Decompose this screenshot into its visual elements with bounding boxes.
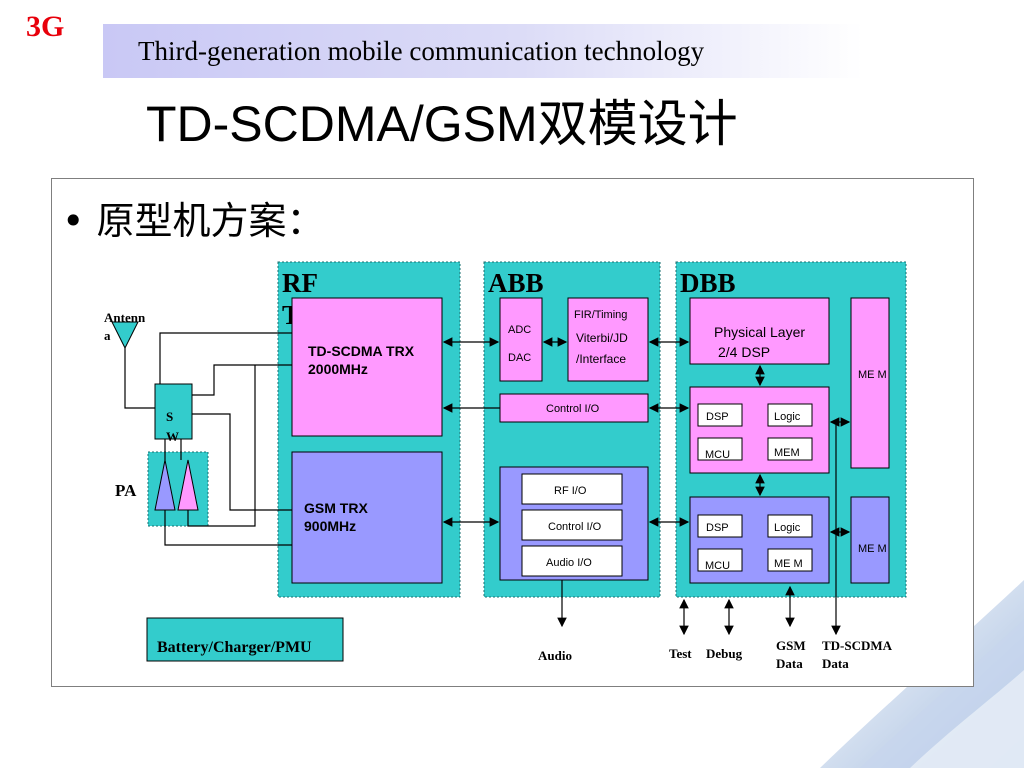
adc-dac-block <box>499 297 543 382</box>
subtitle-band <box>103 24 863 78</box>
control-io-label-gsm: Control I/O <box>548 521 602 533</box>
logic-block-2 <box>767 514 813 538</box>
pa-to-gsm-wire <box>164 510 292 546</box>
gsm-trx-label: GSM TRX <box>304 500 368 516</box>
slide-subtitle: Third-generation mobile communication te… <box>138 36 705 66</box>
slide-title: TD-SCDMA/GSM双模设计 <box>146 96 738 152</box>
gsm-trx-block <box>291 451 443 584</box>
tdscdma-data-label-2: Data <box>822 656 849 671</box>
gsm-data-label-1: GSM <box>776 638 806 653</box>
tdscdma-freq-label: 2000MHz <box>308 361 368 377</box>
sw-to-gsm-wire <box>192 413 292 511</box>
abb-section-label: ABB <box>488 268 544 298</box>
control-io-block-top <box>499 393 649 423</box>
test-output-label: Test <box>669 646 692 661</box>
dsp-label-1: DSP <box>706 411 729 423</box>
dac-label: DAC <box>508 352 531 364</box>
audio-io-label: Audio I/O <box>546 557 592 569</box>
gsm-freq-label: 900MHz <box>304 518 356 534</box>
antenna-label: Antenn <box>104 310 146 325</box>
dsp-count-label: 2/4 DSP <box>718 344 770 360</box>
debug-output-label: Debug <box>706 646 743 661</box>
sw-to-tdscdma-wire <box>192 364 292 396</box>
mem-label-1: MEM <box>774 447 800 459</box>
sw-label-w: W <box>166 429 179 444</box>
pa-label: PA <box>115 481 137 500</box>
memory-label-pink: ME M <box>858 369 887 381</box>
mem-block-2 <box>767 548 813 572</box>
bullet-heading: • 原型机方案： <box>62 199 325 243</box>
fir-label: FIR/Timing <box>574 309 627 321</box>
audio-output-label: Audio <box>538 648 572 663</box>
gsm-data-label-2: Data <box>776 656 803 671</box>
memory-block-pink <box>850 297 890 469</box>
fir-timing-block <box>567 297 649 382</box>
audio-io-block <box>521 545 623 577</box>
physical-layer-label: Physical Layer <box>714 324 805 340</box>
rf-io-label: RF I/O <box>554 485 587 497</box>
tdscdma-data-label-1: TD-SCDMA <box>822 638 893 653</box>
dsp-label-2: DSP <box>706 522 729 534</box>
mem-block-1 <box>767 437 813 461</box>
dsp-block-1 <box>697 403 743 427</box>
antenna-label-wrap: a <box>104 328 111 343</box>
antenna-icon <box>111 321 139 350</box>
mcu-label-2: MCU <box>705 560 730 572</box>
loop-wire-top <box>159 332 292 384</box>
memory-label-blue: ME M <box>858 543 887 555</box>
sw-label-s: S <box>166 409 173 424</box>
memory-block-blue <box>850 496 890 584</box>
tdscdma-trx-block <box>291 297 443 437</box>
battery-pmu-label: Battery/Charger/PMU <box>157 639 312 656</box>
physical-layer-block <box>689 297 830 365</box>
pa-panel <box>147 451 209 527</box>
mem-label-2: ME M <box>774 558 803 570</box>
interface-label: /Interface <box>576 352 626 366</box>
control-io-block-gsm <box>521 509 623 541</box>
viterbi-label: Viterbi/JD <box>576 331 628 345</box>
adc-label: ADC <box>508 324 531 336</box>
control-io-label-top: Control I/O <box>546 403 600 415</box>
rf-io-block <box>521 473 623 505</box>
logic-label-1: Logic <box>774 411 801 423</box>
mcu-block-2 <box>697 548 743 572</box>
battery-pmu-block <box>146 617 344 662</box>
logic-block-1 <box>767 403 813 427</box>
mcu-label-1: MCU <box>705 449 730 461</box>
antenna-to-sw-wire <box>124 348 155 409</box>
tdscdma-trx-label: TD-SCDMA TRX <box>308 343 415 359</box>
logo-3g: 3G <box>26 10 65 43</box>
dbb-section-label: DBB <box>680 268 736 298</box>
sw-block <box>154 383 193 440</box>
logic-label-2: Logic <box>774 522 801 534</box>
rf-label-line: RF <box>282 268 318 298</box>
pa-to-tdscdma-wire <box>187 365 256 527</box>
mcu-block-1 <box>697 437 743 461</box>
dsp-block-2 <box>697 514 743 538</box>
